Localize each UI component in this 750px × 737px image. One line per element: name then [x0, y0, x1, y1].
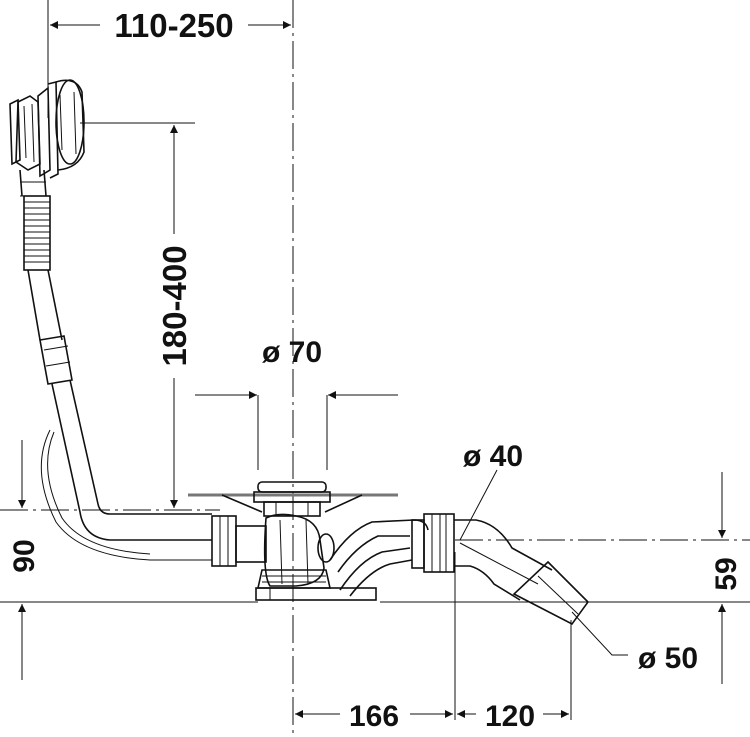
dim-label-180-400: 180-400 [156, 245, 193, 366]
overflow-tube [19, 169, 212, 561]
dimension-arrows [18, 21, 726, 718]
outlet-pipe [329, 513, 590, 626]
dim-label-59: 59 [710, 557, 743, 590]
dim-label-90: 90 [8, 539, 41, 572]
overflow-head [9, 79, 85, 179]
outlet-nut [411, 519, 425, 569]
dim-label-70: ø 70 [262, 336, 322, 369]
dim-label-110-250: 110-250 [114, 7, 233, 44]
dim-50-leader [571, 611, 628, 656]
outlet-coupling [423, 513, 455, 573]
dim-label-120: 120 [485, 700, 535, 733]
dim-label-166: 166 [349, 700, 399, 733]
drain-body [263, 513, 325, 587]
overflow-elbow-coupling [211, 515, 237, 567]
dim-40-leader [459, 469, 498, 541]
drain-plug [257, 481, 327, 493]
corrugated-tube [23, 195, 51, 271]
dim-label-40: ø 40 [463, 440, 523, 473]
dim-label-50: ø 50 [638, 642, 698, 675]
drain-base [255, 587, 377, 601]
drain-assembly [188, 481, 398, 601]
outlet-end [512, 560, 590, 626]
dimension-labels: 110-250 180-400 ø 70 ø 40 ø 50 90 59 166… [8, 7, 743, 733]
tube-coupling [39, 335, 73, 385]
